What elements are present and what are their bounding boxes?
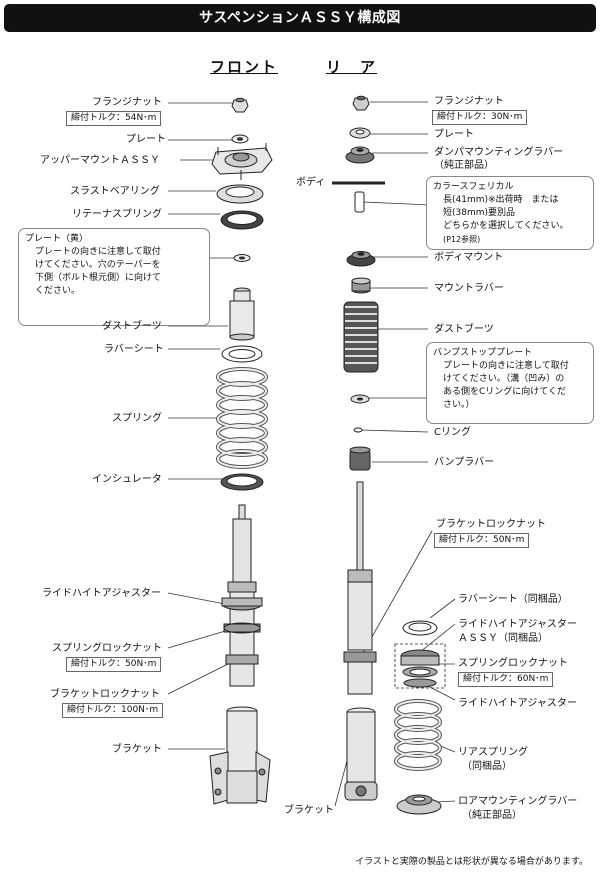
rear-spring-lock-nut-torque: 締付トルク：60N･m xyxy=(458,672,554,687)
rear-damper-mount-rubber-sub: （純正部品） xyxy=(434,160,494,171)
rear-flange-nut-label: フランジナット xyxy=(434,96,504,107)
rear-ride-height-adjuster-assy-sub: ＡＳＳＹ（同梱品） xyxy=(458,633,548,644)
rear-plate-label: プレート xyxy=(434,129,474,140)
rear-damper-mount-rubber-label: ダンパマウンティングラバー xyxy=(434,147,564,158)
front-heading: フロント xyxy=(210,58,279,76)
rear-spring-sub: （同梱品） xyxy=(462,761,512,772)
rear-ride-height-adjuster-assy-label: ライドハイトアジャスター xyxy=(458,619,577,630)
front-parts xyxy=(209,97,273,805)
front-thrust-bearing-label: スラストベアリング xyxy=(70,186,160,197)
front-spring-lock-nut-torque: 締付トルク：50N･m xyxy=(66,657,162,672)
front-plate-note: プレート（黄） プレートの向きに注意して取付 けてください。穴のテーパーを 下側… xyxy=(18,228,210,326)
front-bracket-label: ブラケット xyxy=(112,744,162,755)
front-flange-nut-label: フランジナット xyxy=(92,97,162,108)
front-bracket-lock-nut-torque: 締付トルク：100N･m xyxy=(62,703,164,718)
rear-body-mount-label: ボディマウント xyxy=(434,252,504,263)
front-plate-note-title: プレート（黄） xyxy=(25,234,89,244)
rear-ride-height-adjuster-label: ライドハイトアジャスター xyxy=(458,698,577,709)
rear-mount-rubber-label: マウントラバー xyxy=(434,283,504,294)
rear-body-label: ボディ xyxy=(296,177,326,188)
rear-bump-stop-note-body: プレートの向きに注意して取付 けてください。（溝（凹み）の ある側をCリングに向… xyxy=(443,361,569,410)
front-rubber-seat-label: ラバーシート xyxy=(104,344,164,355)
front-spring-lock-nut-label: スプリングロックナット xyxy=(52,643,162,654)
rear-bracket-lock-nut-label: ブラケットロックナット xyxy=(436,519,546,530)
front-dust-boots-label: ダストブーツ xyxy=(102,321,162,332)
rear-spring-lock-nut-label: スプリングロックナット xyxy=(458,658,568,669)
rear-bump-stop-note: バンプストッププレート プレートの向きに注意して取付 けてください。（溝（凹み）… xyxy=(426,342,594,424)
page-title: サスペンションＡＳＳＹ構成図 xyxy=(199,10,401,26)
front-spring-label: スプリング xyxy=(112,413,162,424)
rear-parts xyxy=(332,95,446,815)
title-banner: サスペンションＡＳＳＹ構成図 xyxy=(4,4,596,32)
rear-flange-nut-torque: 締付トルク：30N･m xyxy=(432,110,528,125)
rear-c-ring-label: Cリング xyxy=(434,427,471,438)
footer-disclaimer: イラストと実際の製品とは形状が異なる場合があります。 xyxy=(355,857,588,867)
front-bracket-lock-nut-label: ブラケットロックナット xyxy=(50,689,160,700)
rear-bracket-label: ブラケット xyxy=(284,805,334,816)
front-plate-label: プレート xyxy=(126,134,166,145)
front-insulator-label: インシュレータ xyxy=(92,474,162,485)
front-plate-note-body: プレートの向きに注意して取付 けてください。穴のテーパーを 下側（ボルト根元側）… xyxy=(35,247,162,296)
rear-spring-label: リアスプリング xyxy=(458,747,528,758)
front-ride-height-adjuster-label: ライドハイトアジャスター xyxy=(42,588,161,599)
rear-heading: リ ア xyxy=(326,58,378,76)
rear-bump-stop-note-title: バンプストッププレート xyxy=(433,348,533,358)
rear-bump-rubber-label: バンプラバー xyxy=(434,457,495,468)
rear-lower-mount-rubber-sub: （純正部品） xyxy=(462,810,522,821)
rear-collar-note: カラースフェリカル 長(41mm)※出荷時 または 短(38mm)要別品 どちら… xyxy=(426,176,594,250)
rear-collar-note-body: 長(41mm)※出荷時 または 短(38mm)要別品 どちらかを選択してください… xyxy=(443,195,569,231)
front-retainer-spring-label: リテーナスプリング xyxy=(72,209,162,220)
rear-rubber-seat-label: ラバーシート（同梱品） xyxy=(458,594,568,605)
rear-collar-note-title: カラースフェリカル xyxy=(433,182,514,192)
rear-collar-note-ref: (P12参照) xyxy=(443,235,481,244)
rear-dust-boots-label: ダストブーツ xyxy=(434,324,494,335)
front-flange-nut-torque: 締付トルク：54N･m xyxy=(66,111,162,126)
rear-lower-mount-rubber-label: ロアマウンティングラバー xyxy=(458,796,578,807)
front-upper-mount-label: アッパーマウントＡＳＳＹ xyxy=(40,155,160,166)
rear-bracket-lock-nut-torque: 締付トルク：50N･m xyxy=(434,533,530,548)
